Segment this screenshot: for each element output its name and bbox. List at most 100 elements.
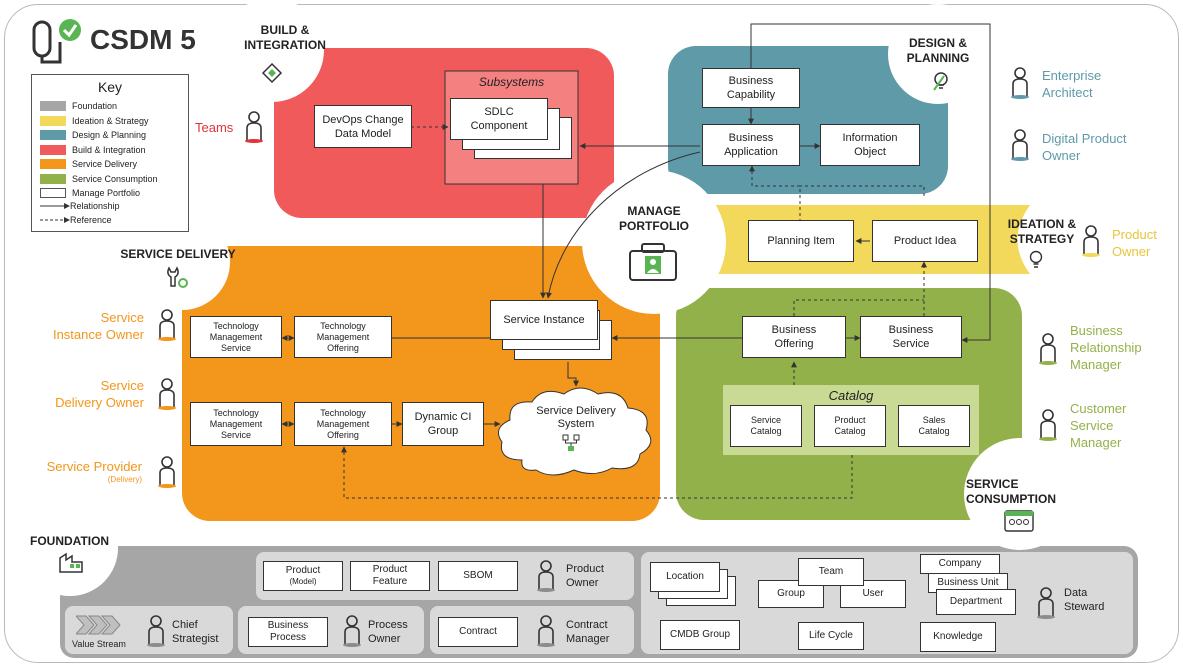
build-title: BUILD &INTEGRATION — [244, 23, 326, 52]
manage-portfolio-circle — [582, 170, 726, 314]
key-item-label: Design & Planning — [72, 130, 147, 140]
service-instance-owner-person-icon — [158, 309, 176, 341]
rel-cap-service — [750, 23, 991, 343]
lightbulb-pencil-icon — [933, 72, 948, 91]
key-swatch — [40, 173, 66, 184]
consumption-badge — [964, 438, 1076, 550]
design-badge — [888, 4, 988, 104]
chief-strategist-person-icon — [147, 615, 165, 647]
subsystems-label: Subsystems — [478, 75, 545, 89]
key-item: Build & Integration — [40, 144, 146, 155]
key-swatch — [40, 115, 66, 126]
cmdb-group-box: CMDB Group — [660, 620, 740, 650]
service-provider-person-icon — [158, 456, 176, 488]
ideation-title: IDEATION &STRATEGY — [1007, 217, 1077, 246]
key-item-label: Manage Portfolio — [72, 188, 141, 198]
briefcase-icon — [629, 243, 677, 281]
logo-icon — [32, 19, 81, 64]
product-owner-foundation-person-icon — [537, 560, 555, 592]
wrench-gear-icon — [167, 266, 188, 288]
sbom-box: SBOM — [438, 561, 518, 591]
rel-instance-sds — [567, 362, 579, 387]
product-idea-box: Product Idea — [872, 220, 978, 262]
location-box: Location — [650, 562, 720, 592]
outer-frame — [4, 4, 1179, 663]
key-item-label: Service Delivery — [72, 159, 138, 169]
teams-person-icon — [245, 111, 263, 143]
key-item-label: Build & Integration — [72, 144, 146, 155]
key-relationship: Relationship — [40, 201, 120, 211]
build-integration-icon — [261, 62, 283, 84]
product-owner-person-icon — [1082, 225, 1100, 257]
delivery-title: SERVICE DELIVERY — [120, 247, 236, 261]
key-item-label: Foundation — [72, 101, 118, 111]
building-icon — [59, 552, 83, 573]
ref-catalog-tmo — [341, 446, 853, 499]
contract-box: Contract — [438, 617, 518, 647]
key-swatch — [40, 159, 66, 169]
ref-offering-idea — [793, 299, 924, 316]
contract-manager-person-icon — [537, 615, 555, 647]
enterprise-architect-person-icon — [1011, 67, 1029, 99]
key-item: Foundation — [40, 101, 117, 111]
lightbulb-icon — [1029, 250, 1043, 268]
key-item: Manage Portfolio — [40, 188, 140, 198]
department-box: Department — [936, 589, 1016, 615]
service-provider-role: Service Provider(Delivery) — [46, 459, 142, 484]
key-swatch — [40, 144, 66, 155]
key-item: Design & Planning — [40, 130, 146, 140]
business-relationship-manager-person-icon — [1039, 333, 1057, 365]
key-reference: Reference — [40, 215, 112, 225]
product-model-box: Product(Model) — [263, 561, 343, 591]
ref-idea-app — [800, 185, 925, 196]
people-group-icon — [1004, 510, 1034, 532]
key-item: Service Consumption — [40, 173, 158, 184]
value-stream-chevrons-icon — [76, 615, 121, 635]
build-badge — [220, 0, 324, 102]
logo-text: CSDM 5 — [90, 24, 196, 55]
key-item-label: Ideation & Strategy — [72, 115, 149, 126]
data-steward-person-icon — [1037, 587, 1055, 619]
teams-role: Teams — [195, 120, 234, 135]
key-item-label: Service Consumption — [72, 173, 158, 184]
key-item: Service Delivery — [40, 159, 137, 169]
solid-arrow-icon — [40, 203, 70, 209]
key-swatch — [40, 101, 66, 111]
value-stream-label: Value Stream — [72, 639, 126, 649]
company-box: Company — [920, 554, 1000, 574]
key-reference-label: Reference — [70, 215, 112, 225]
service-delivery-owner-person-icon — [158, 378, 176, 410]
process-owner-person-icon — [343, 615, 361, 647]
catalog-label: Catalog — [828, 388, 874, 403]
key-swatch — [40, 130, 66, 140]
key-item: Ideation & Strategy — [40, 115, 149, 126]
